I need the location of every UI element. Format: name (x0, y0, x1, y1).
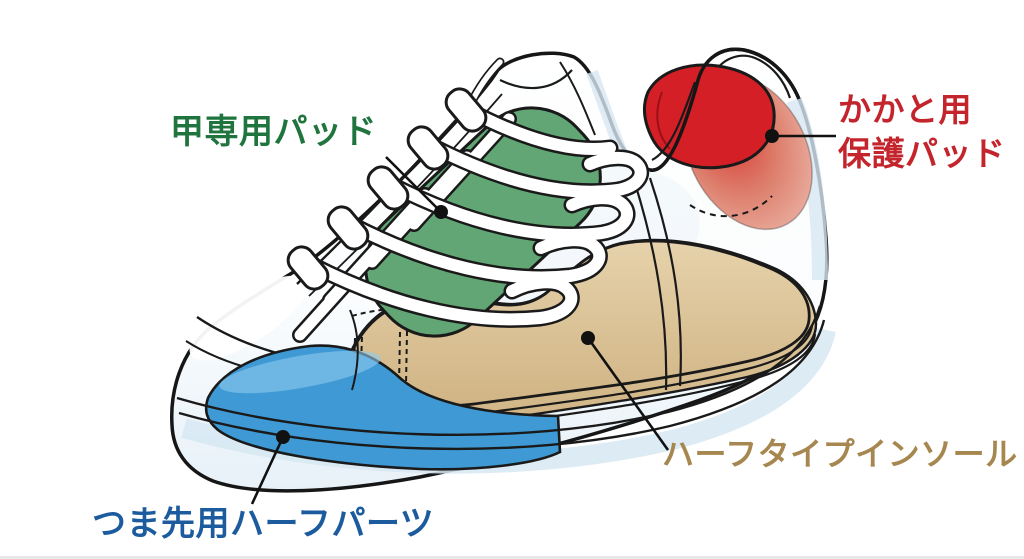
label-instep-pad: 甲専用パッド (170, 112, 377, 152)
leader-dot-toe-part (276, 430, 290, 444)
eyelet-tabs (286, 87, 488, 291)
heel-pad-shape (643, 47, 813, 231)
toe-gloss (189, 275, 307, 361)
bottom-edge-artifact (0, 556, 1024, 559)
leader-line-instep-pad (385, 156, 442, 213)
label-heel-pad: かかと用 保護パッド (838, 88, 1006, 176)
sole-ridge-lines (176, 305, 826, 451)
leader-dot-instep-pad (434, 205, 448, 219)
leader-dots (276, 129, 779, 444)
label-heel-pad-line1: かかと用 (838, 90, 972, 129)
leader-line-toe-part (250, 436, 285, 505)
label-toe-part: つま先用ハーフパーツ (92, 504, 435, 544)
leader-lines (250, 134, 836, 505)
leader-dot-insole (581, 331, 595, 345)
laces (292, 57, 649, 343)
label-heel-pad-line2: 保護パッド (838, 134, 1006, 173)
label-insole: ハーフタイプインソール (662, 435, 1018, 473)
leader-line-insole (586, 337, 670, 451)
leader-dot-heel-pad (765, 129, 779, 143)
